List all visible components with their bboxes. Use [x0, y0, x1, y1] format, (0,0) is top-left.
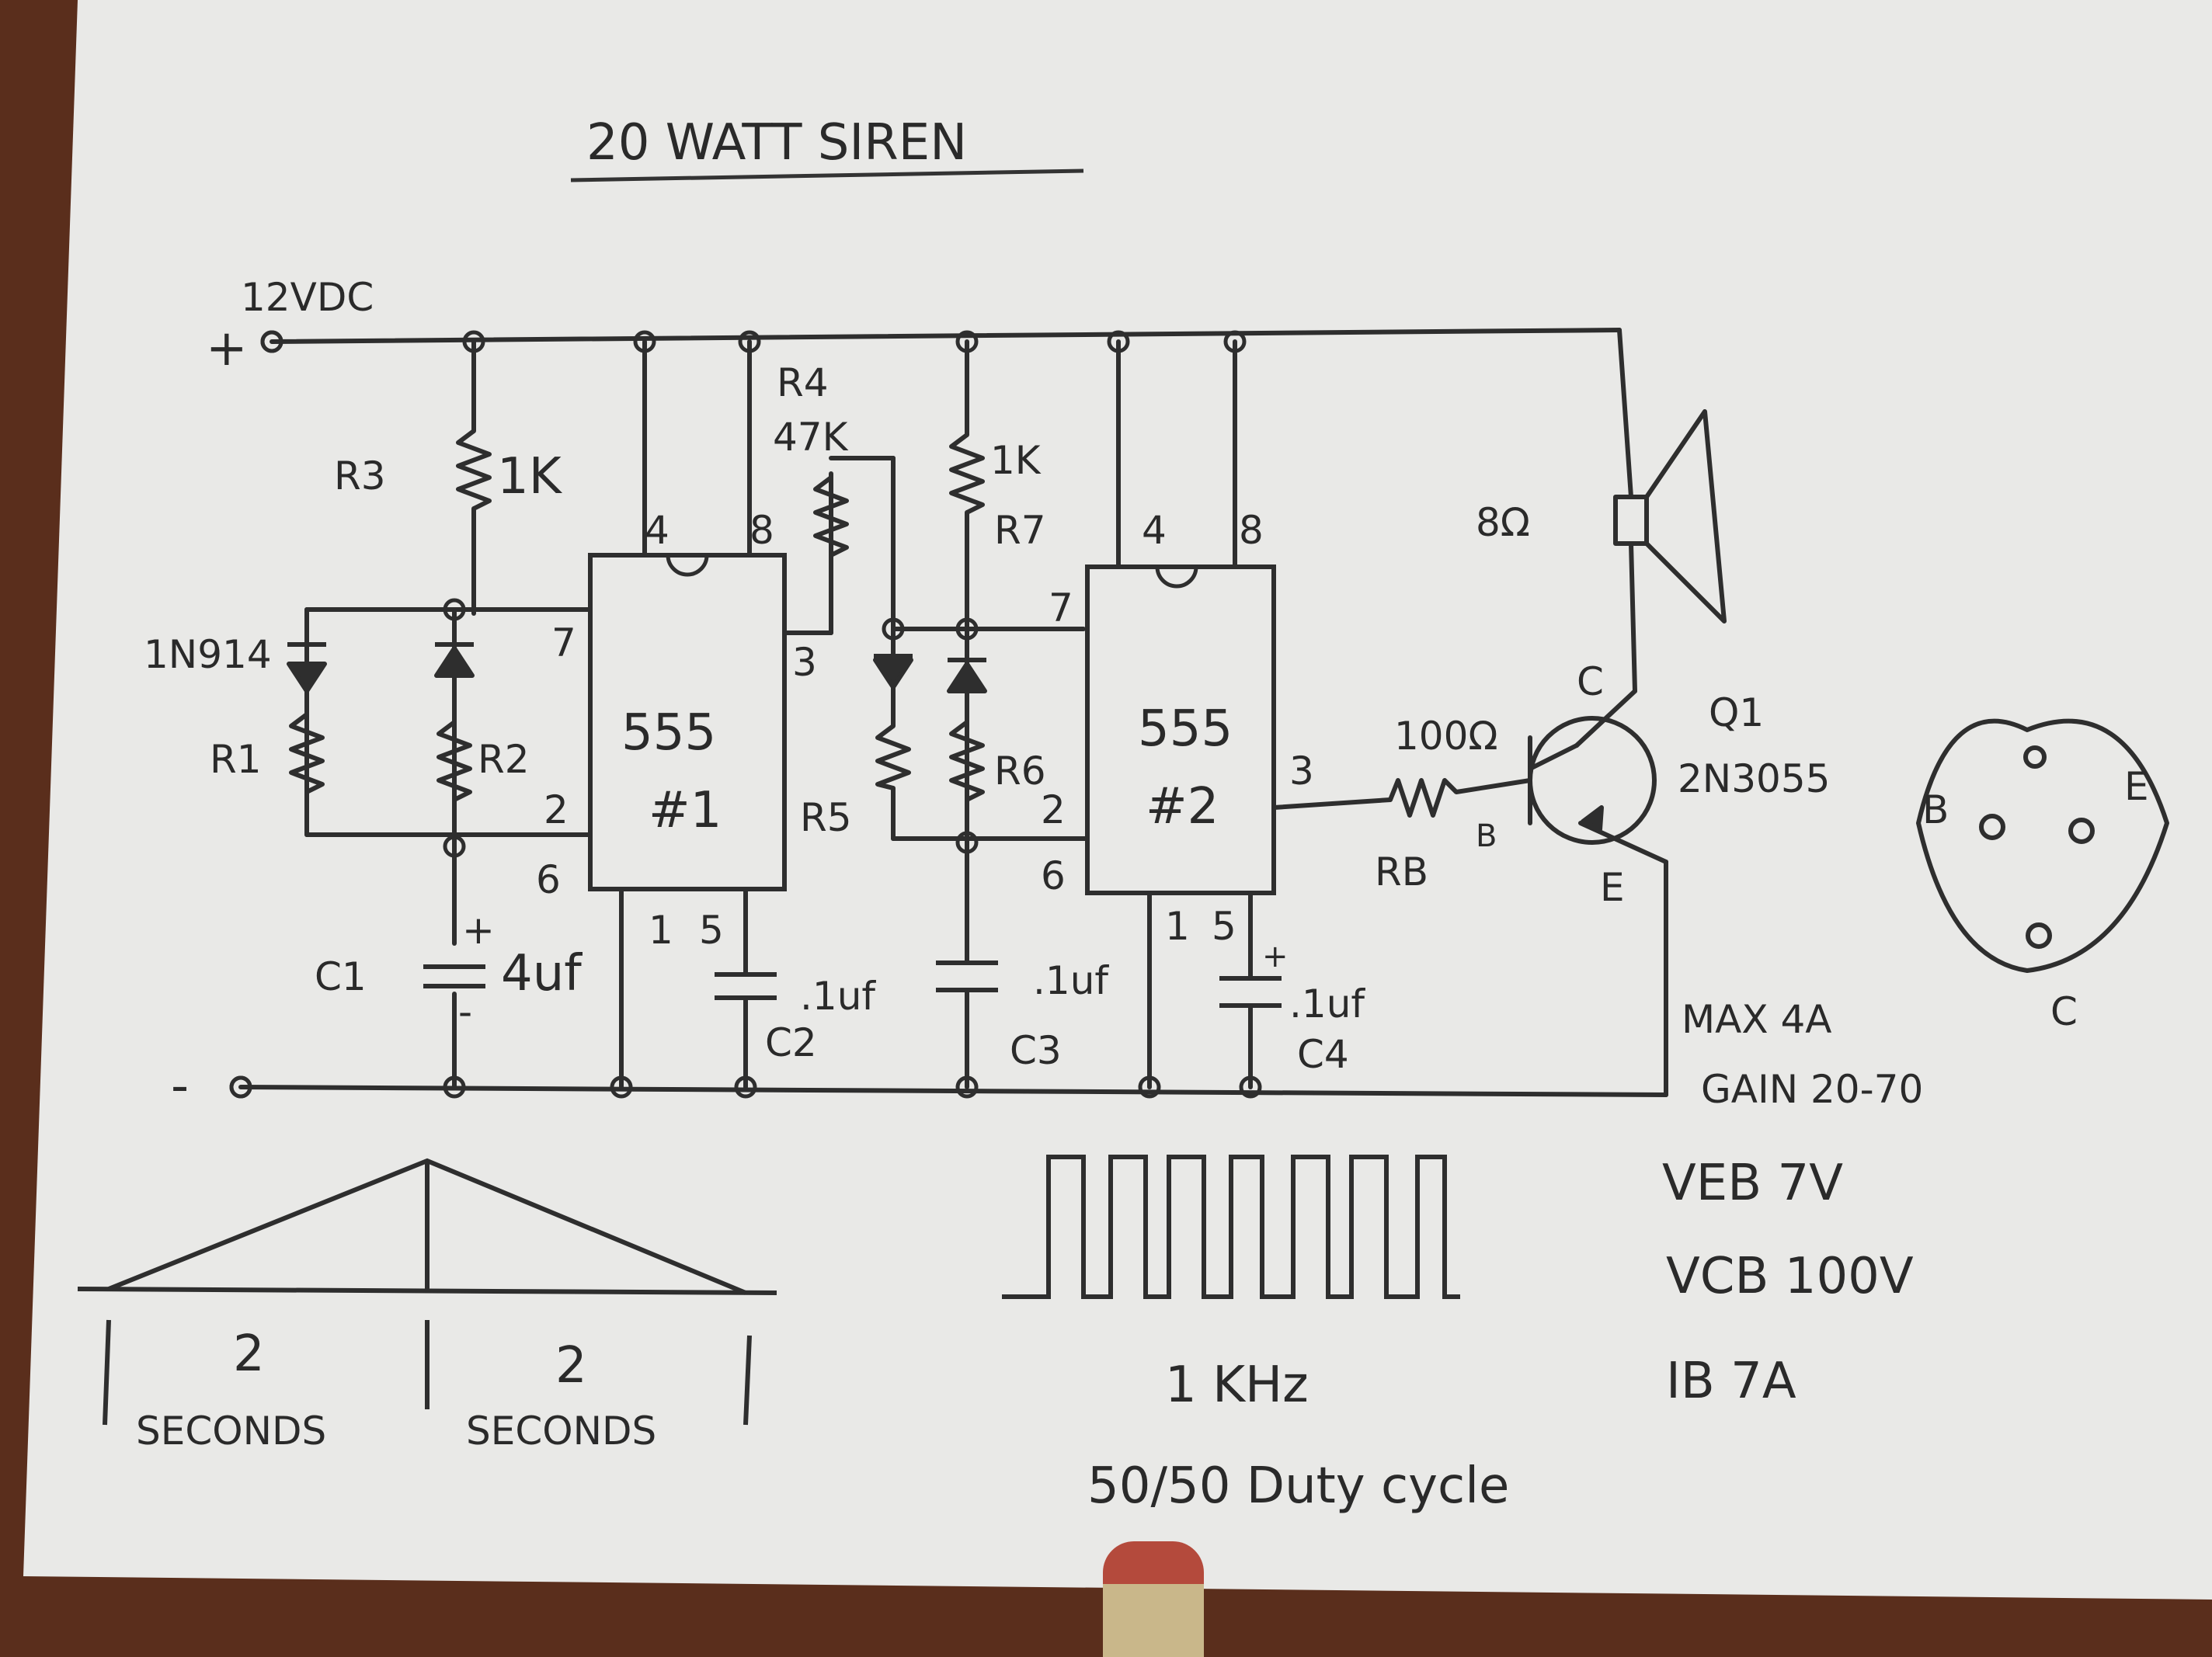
d3-diode: [873, 658, 913, 690]
supply-voltage-label: 12VDC: [241, 275, 374, 320]
q1-collector-label: C: [1577, 659, 1604, 704]
r7-label: R7: [994, 508, 1046, 553]
c4-value: .1uf: [1289, 981, 1365, 1027]
chip-2-name: 555: [1138, 700, 1233, 758]
r7-value: 1K: [990, 438, 1042, 483]
ramp-waveform: [77, 1158, 777, 1426]
r6-label: R6: [994, 749, 1046, 794]
speaker-value: 8Ω: [1476, 500, 1530, 545]
chip-1-pin-4: 4: [645, 508, 670, 553]
c1-value: 4uf: [501, 945, 583, 1002]
c1-minus: -: [458, 989, 472, 1034]
r5-label: R5: [800, 795, 852, 840]
supply-minus-label: -: [171, 1058, 189, 1115]
q1-emitter-label: E: [1600, 865, 1625, 910]
ramp-left-value: 2: [233, 1325, 265, 1383]
r4-resistor: [813, 475, 849, 558]
chip-1-pin-5: 5: [699, 908, 724, 953]
chip-2-pin-7: 7: [1049, 585, 1073, 630]
package-c-label: C: [2050, 989, 2078, 1034]
title-underline: [570, 168, 1084, 182]
chip-1-name: 555: [621, 704, 716, 762]
r4-label: R4: [777, 360, 829, 405]
spec-veb: VEB 7V: [1662, 1155, 1843, 1212]
spec-vcb: VCB 100V: [1666, 1248, 1914, 1305]
spec-max-current: MAX 4A: [1682, 997, 1832, 1042]
c2-value: .1uf: [800, 974, 876, 1019]
q1-label: Q1: [1709, 690, 1764, 735]
rb-value: 100Ω: [1394, 714, 1498, 759]
chip-2-pin-6: 6: [1041, 853, 1066, 898]
package-b-label: B: [1922, 787, 1949, 832]
c4-plus: +: [1262, 939, 1289, 974]
chip-2-pin-4: 4: [1142, 508, 1167, 553]
pencil-ferrule: [1103, 1584, 1204, 1657]
chip-1-pin-2: 2: [544, 787, 569, 832]
rb-resistor: [1388, 778, 1459, 818]
c3-value: .1uf: [1033, 958, 1109, 1003]
package-e-label: E: [2124, 764, 2149, 809]
r3-label: R3: [334, 453, 386, 498]
c4-label: C4: [1297, 1032, 1349, 1077]
title: 20 WATT SIREN: [586, 114, 967, 172]
minus-terminal: [229, 1075, 252, 1099]
chip-555-2: 555 #2 4 8 7 3 2 6 1 5: [1041, 508, 1314, 949]
r4-value: 47K: [773, 415, 849, 460]
chip-2-pin-2: 2: [1041, 787, 1066, 832]
square-frequency: 1 KHz: [1165, 1357, 1309, 1414]
junction-dots: [229, 330, 1262, 1099]
square-waveform: [1002, 1155, 1460, 1299]
r3-value: 1K: [497, 448, 563, 505]
chip-2-pin-8: 8: [1239, 508, 1264, 553]
d1-label: 1N914: [144, 632, 272, 677]
ramp-right-value: 2: [555, 1337, 587, 1395]
q1-transistor-body: [1528, 716, 1657, 845]
chip-1-pin-7: 7: [551, 620, 576, 665]
spec-gain: GAIN 20-70: [1701, 1067, 1923, 1112]
chip-1-pin-6: 6: [536, 857, 561, 902]
chip-1-pin-8: 8: [750, 508, 774, 553]
component-symbols: [287, 409, 2169, 1008]
r1-resistor: [289, 712, 325, 794]
r3-resistor: [456, 429, 492, 511]
paper-sheet: [23, 0, 2212, 1600]
q1-base-label: B: [1476, 818, 1497, 854]
r6-resistor: [949, 720, 985, 802]
square-duty-cycle: 50/50 Duty cycle: [1087, 1457, 1509, 1515]
r2-resistor: [436, 720, 472, 802]
chip-1-pin-3: 3: [792, 640, 817, 685]
speaker-cone: [1644, 409, 1727, 624]
d2-diode: [434, 646, 475, 678]
chip-555-1: 555 #1 4 8 7 3 2 6 1 5: [536, 508, 817, 953]
supply-plus-label: +: [206, 320, 248, 377]
c1-plus: +: [462, 908, 495, 953]
spec-ib: IB 7A: [1666, 1353, 1796, 1410]
chip-1-pin-1: 1: [649, 908, 673, 953]
ramp-right-unit: SECONDS: [466, 1409, 656, 1454]
ramp-left-unit: SECONDS: [136, 1409, 326, 1454]
r1-label: R1: [210, 737, 262, 782]
chip-2-pin-1: 1: [1165, 904, 1190, 949]
r5-resistor: [875, 724, 911, 790]
chip-2-pin-5: 5: [1212, 904, 1236, 949]
rb-label: RB: [1375, 849, 1428, 895]
c3-label: C3: [1010, 1028, 1062, 1073]
q1-type: 2N3055: [1678, 756, 1830, 801]
r7-resistor: [949, 432, 985, 515]
c2-label: C2: [765, 1020, 817, 1065]
c1-label: C1: [315, 954, 367, 999]
r2-label: R2: [478, 737, 530, 782]
plus-terminal: [260, 330, 283, 353]
chip-2-pin-3: 3: [1289, 749, 1314, 794]
d4-diode: [947, 662, 987, 693]
chip-1-number: #1: [649, 782, 722, 839]
wires: [238, 328, 1668, 1097]
chip-2-number: #2: [1146, 778, 1219, 835]
d1-diode: [287, 662, 327, 693]
q1-emitter-arrow: [1581, 805, 1604, 832]
to3-package-outline: [1916, 718, 2169, 973]
